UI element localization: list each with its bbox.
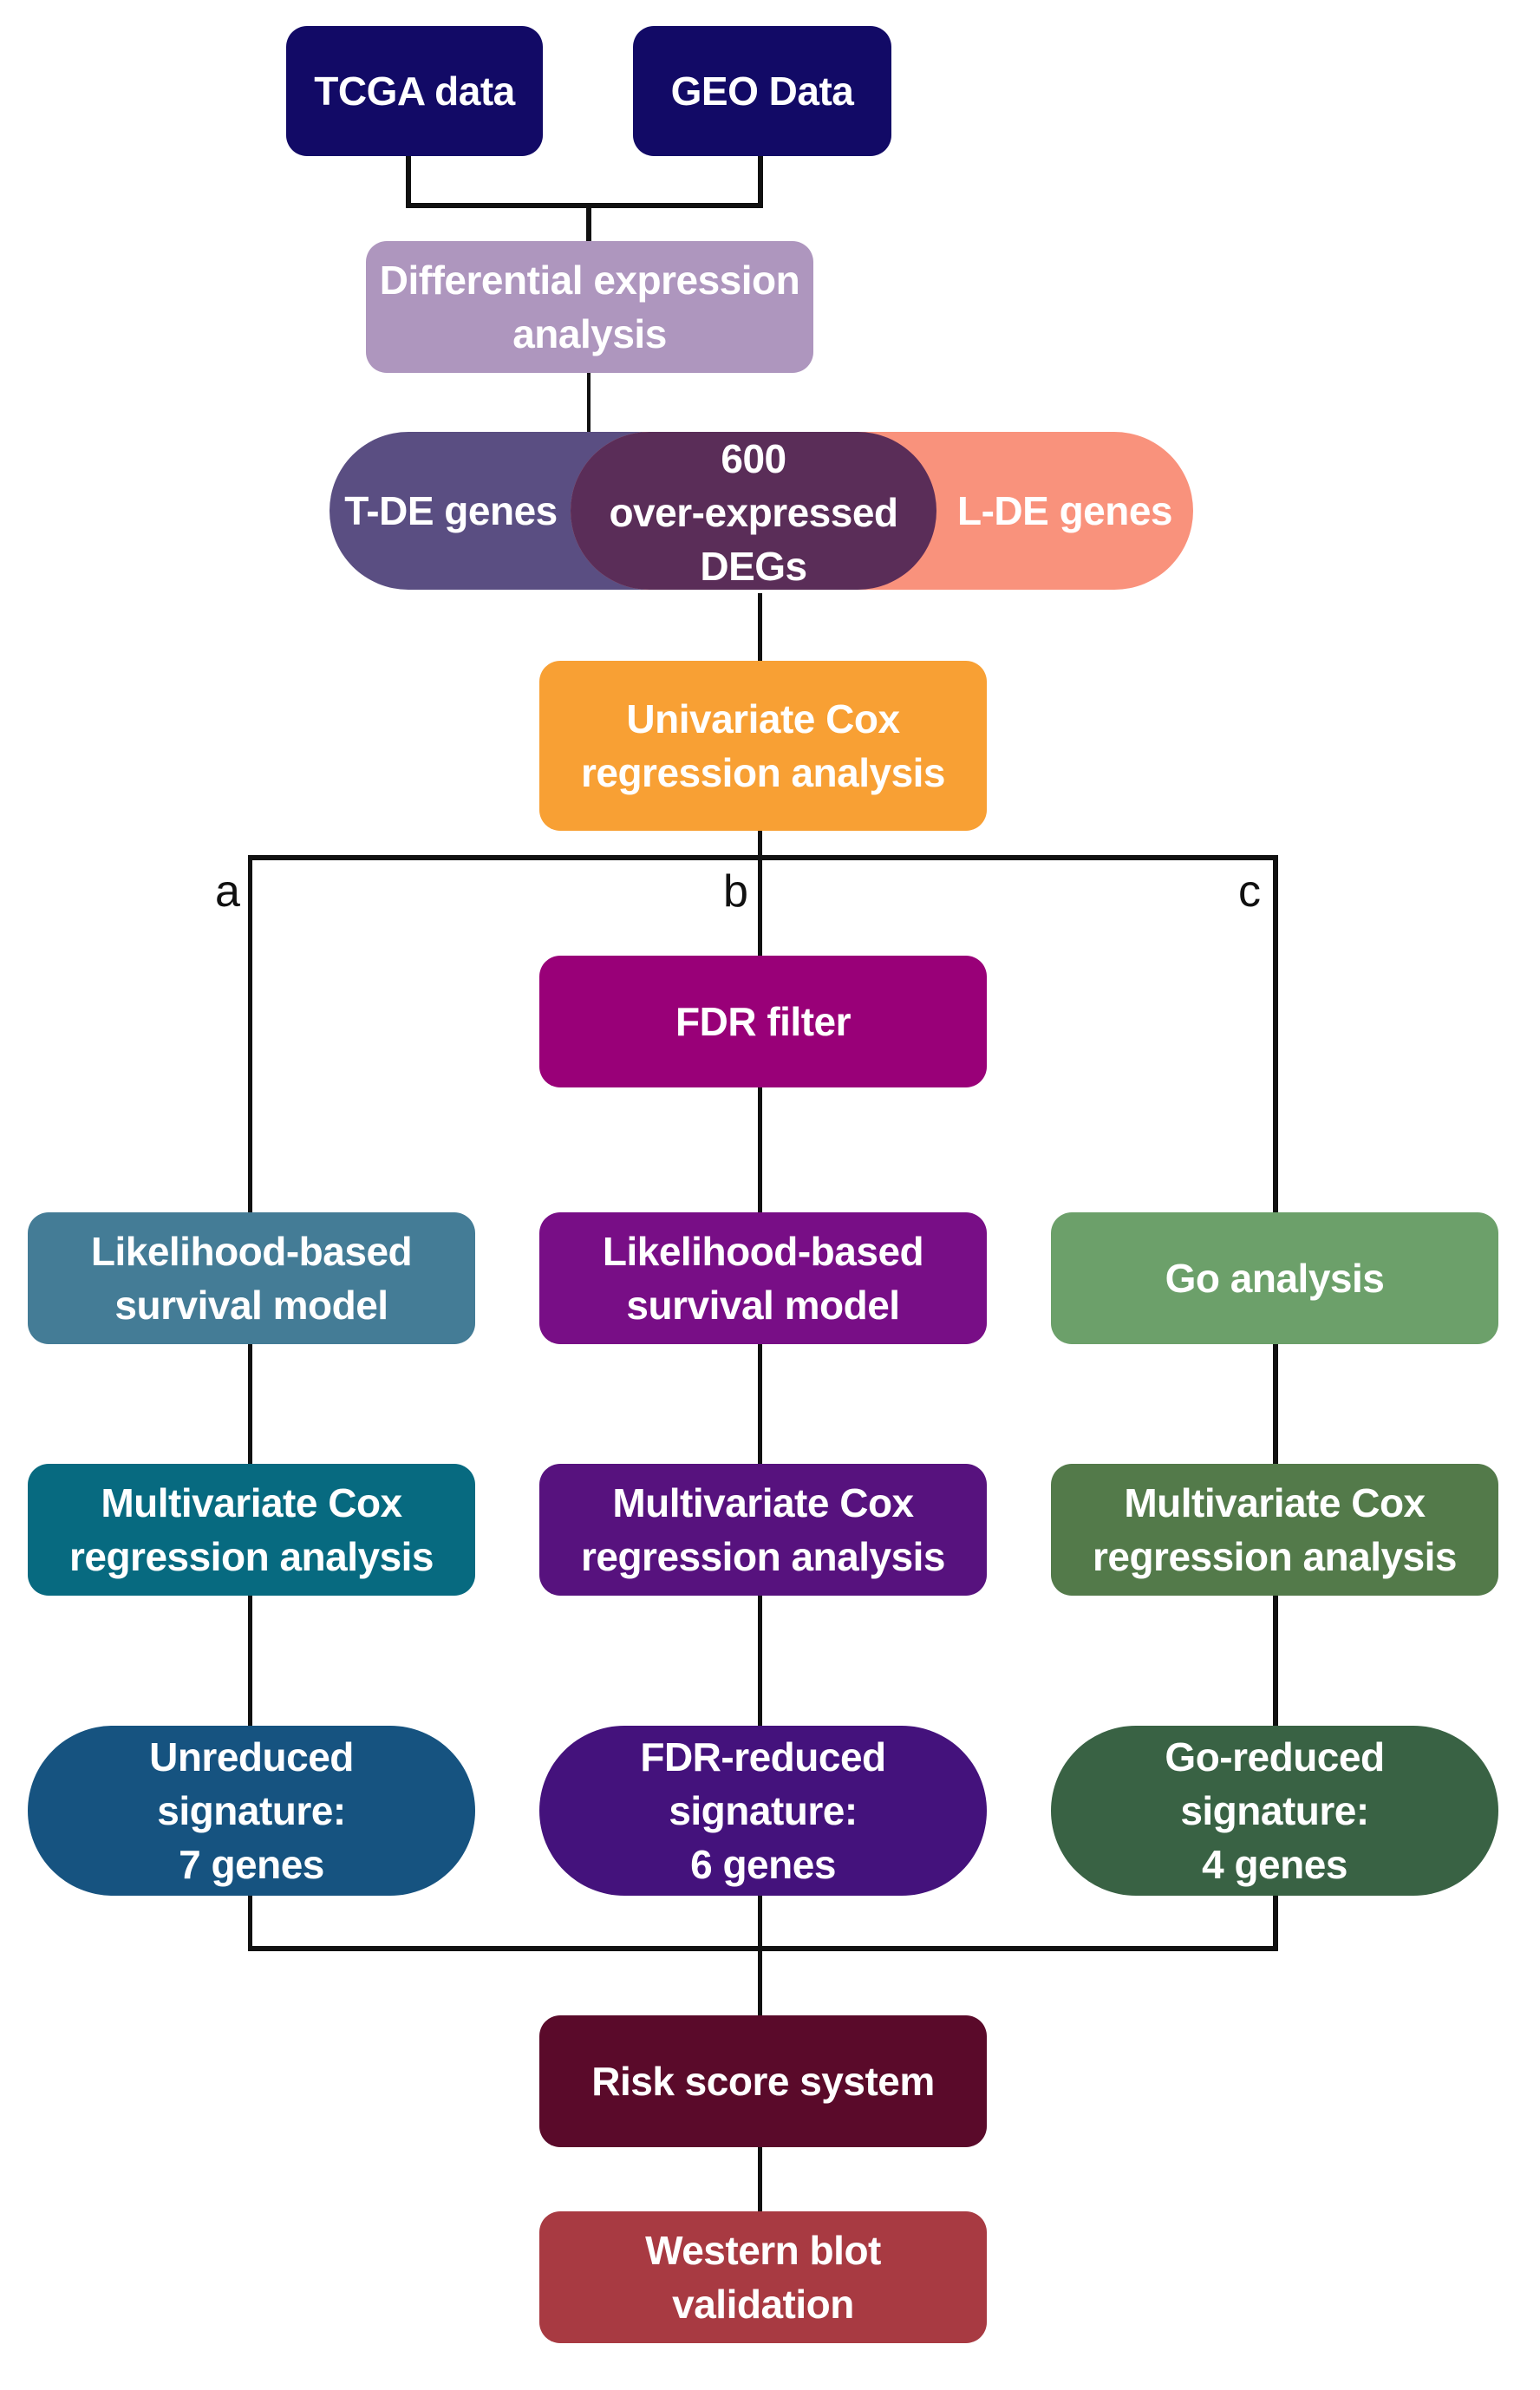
- univariate-cox-box: Univariate Cox regression analysis: [539, 661, 987, 831]
- sig-c-line-2: signature:: [1180, 1788, 1369, 1833]
- connector-sources-to-diff: [586, 203, 591, 245]
- go-analysis-label: Go analysis: [1165, 1256, 1385, 1301]
- fdr-filter-box: FDR filter: [539, 956, 987, 1087]
- connector-sources-horizontal: [406, 203, 763, 208]
- western-blot-validation-box: Western blot validation: [539, 2211, 987, 2343]
- connector-b-likelihood-to-multi: [758, 1344, 762, 1466]
- connector-fdr-to-likelihood: [758, 1086, 762, 1214]
- likelihood-survival-box-b: Likelihood-based survival model: [539, 1212, 987, 1344]
- deg-overlap-diagram: T-DE genes 600 over-expressed DEGs L-DE …: [330, 432, 1193, 590]
- fdr-filter-label: FDR filter: [675, 999, 852, 1044]
- connector-tcga-down: [406, 154, 411, 206]
- geo-data-label: GEO Data: [670, 69, 854, 114]
- likelihood-a-line-2: survival model: [114, 1283, 388, 1328]
- connector-risk-to-western: [758, 2147, 762, 2213]
- branch-label-a: a: [215, 866, 240, 917]
- connector-merge-horizontal: [248, 1946, 1278, 1951]
- branch-label-b: b: [723, 866, 748, 917]
- multivariate-a-line-2: regression analysis: [69, 1534, 434, 1579]
- multivariate-c-line-2: regression analysis: [1092, 1534, 1458, 1579]
- connector-merge-to-risk: [758, 1946, 762, 2017]
- multivariate-b-line-1: Multivariate Cox: [612, 1480, 914, 1525]
- connector-branch-horizontal: [248, 855, 1278, 860]
- go-analysis-box: Go analysis: [1051, 1212, 1498, 1344]
- connector-c-go-to-multi: [1273, 1344, 1278, 1466]
- connector-c-sig-down: [1273, 1896, 1278, 1949]
- risk-score-system-box: Risk score system: [539, 2015, 987, 2147]
- geo-data-box: GEO Data: [633, 26, 891, 156]
- connector-b-sig-down: [758, 1896, 762, 1949]
- multivariate-cox-box-b: Multivariate Cox regression analysis: [539, 1464, 987, 1596]
- sig-a-line-2: signature:: [157, 1788, 346, 1833]
- overlap-line-2: over-expressed: [609, 490, 898, 535]
- deg-overlap-shapes: [330, 432, 1193, 590]
- connector-branch-b: [758, 855, 762, 956]
- t-de-genes-label: T-DE genes: [344, 488, 558, 533]
- connector-c-multi-to-sig: [1273, 1596, 1278, 1731]
- likelihood-a-line-1: Likelihood-based: [90, 1229, 413, 1274]
- multivariate-cox-box-c: Multivariate Cox regression analysis: [1051, 1464, 1498, 1596]
- differential-expression-line-1: Differential expression: [379, 258, 800, 303]
- differential-expression-line-2: analysis: [512, 311, 667, 356]
- connector-a-likelihood-to-multi: [248, 1344, 252, 1466]
- connector-geo-down: [758, 154, 763, 206]
- connector-a-multi-to-sig: [248, 1596, 252, 1731]
- overlap-line-3: DEGs: [700, 544, 807, 589]
- differential-expression-box: Differential expression analysis: [366, 241, 813, 373]
- western-blot-label: Western blot validation: [645, 2228, 881, 2327]
- branch-label-c: c: [1238, 866, 1261, 917]
- l-de-genes-label: L-DE genes: [956, 488, 1173, 533]
- univariate-line-2: regression analysis: [580, 750, 946, 795]
- connector-branch-c: [1273, 855, 1278, 1214]
- connector-branch-a: [248, 855, 252, 1214]
- go-reduced-signature-box: Go-reduced signature: 4 genes: [1051, 1726, 1498, 1896]
- sig-a-line-1: Unreduced: [149, 1734, 354, 1779]
- sig-c-line-1: Go-reduced: [1165, 1734, 1385, 1779]
- multivariate-cox-box-a: Multivariate Cox regression analysis: [28, 1464, 475, 1596]
- connector-venn-to-univariate: [758, 593, 762, 664]
- sig-c-line-3: 4 genes: [1202, 1842, 1348, 1887]
- connector-b-multi-to-sig: [758, 1596, 762, 1731]
- tcga-data-box: TCGA data: [286, 26, 543, 156]
- univariate-line-1: Univariate Cox: [626, 696, 900, 741]
- sig-a-line-3: 7 genes: [179, 1842, 324, 1887]
- sig-b-line-2: signature:: [669, 1788, 858, 1833]
- overlap-degs-label: 600 over-expressed DEGs: [571, 432, 936, 593]
- likelihood-survival-box-a: Likelihood-based survival model: [28, 1212, 475, 1344]
- connector-a-sig-down: [248, 1896, 252, 1949]
- unreduced-signature-box: Unreduced signature: 7 genes: [28, 1726, 475, 1896]
- connector-diff-to-venn: [587, 371, 591, 435]
- likelihood-b-line-2: survival model: [626, 1283, 900, 1328]
- multivariate-b-line-2: regression analysis: [580, 1534, 946, 1579]
- risk-score-label: Risk score system: [591, 2059, 935, 2104]
- fdr-reduced-signature-box: FDR-reduced signature: 6 genes: [539, 1726, 987, 1896]
- tcga-data-label: TCGA data: [314, 69, 515, 114]
- connector-univariate-down: [758, 829, 762, 859]
- likelihood-b-line-1: Likelihood-based: [602, 1229, 924, 1274]
- multivariate-c-line-1: Multivariate Cox: [1124, 1480, 1426, 1525]
- multivariate-a-line-1: Multivariate Cox: [101, 1480, 402, 1525]
- sig-b-line-1: FDR-reduced: [640, 1734, 886, 1779]
- sig-b-line-3: 6 genes: [690, 1842, 836, 1887]
- overlap-line-1: 600: [721, 436, 786, 481]
- overlap-shape: [571, 432, 936, 590]
